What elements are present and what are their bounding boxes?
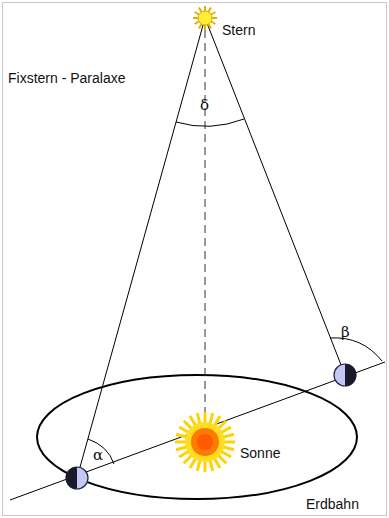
sun-label: Sonne (240, 445, 280, 461)
axis-line (10, 362, 385, 500)
sight-line (205, 18, 345, 375)
sun (175, 412, 235, 472)
sight-line (77, 18, 205, 478)
star-label: Stern (222, 22, 255, 38)
angle-label: α (93, 447, 103, 463)
diagram-title: Fixstern - Paralaxe (8, 70, 125, 86)
dashed-axis (205, 30, 206, 442)
angle-arc (330, 338, 382, 361)
earth (66, 467, 88, 489)
star (193, 6, 217, 30)
frame (3, 3, 387, 516)
angle-label: δ (200, 97, 209, 113)
angle-arc (88, 439, 114, 464)
orbit-label: Erdbahn (306, 496, 359, 512)
earth-orbit (37, 375, 357, 499)
angle-arc (176, 119, 244, 126)
earth (334, 364, 356, 386)
angle-label: β (341, 324, 350, 340)
